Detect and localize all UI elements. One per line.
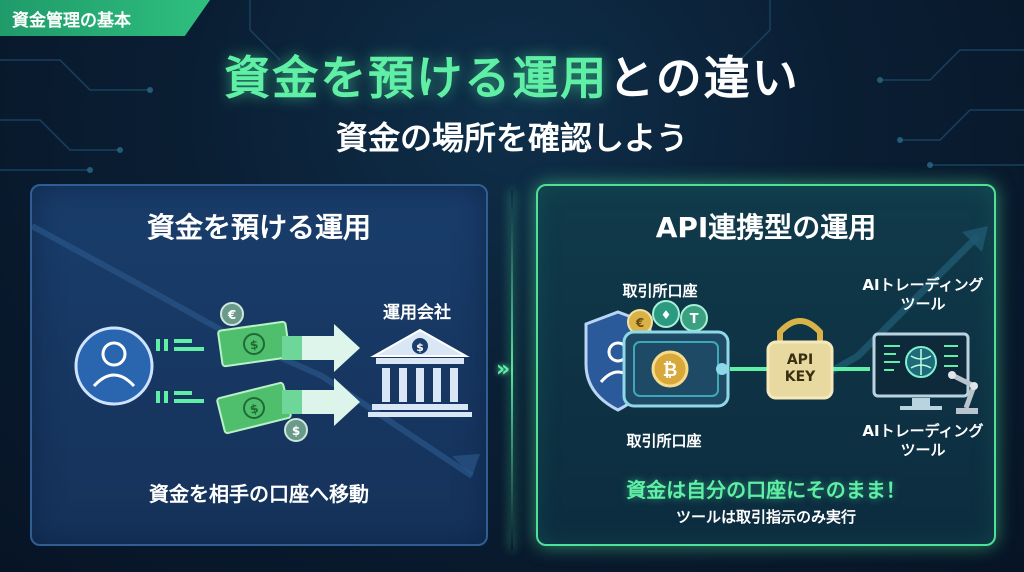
exchange-label-bottom: 取引所口座 bbox=[626, 432, 702, 450]
banknote-icon: $ bbox=[216, 381, 292, 435]
brain-icon bbox=[905, 346, 937, 378]
custody-illustration: $ € $ $ $ bbox=[32, 223, 480, 479]
api-key-line1: API bbox=[786, 352, 814, 368]
bank-icon: $ bbox=[368, 328, 472, 417]
svg-text:$: $ bbox=[248, 401, 259, 417]
padlock-icon bbox=[766, 318, 834, 400]
tool-label-bottom-line2: ツール bbox=[900, 441, 946, 459]
tool-label-top-line2: ツール bbox=[900, 295, 946, 313]
tool-label-top-line1: AIトレーディング bbox=[862, 276, 984, 294]
tool-label-bottom: AIトレーディング ツール bbox=[848, 422, 998, 460]
chevron-right-icon: ›› bbox=[496, 357, 510, 382]
svg-text:$: $ bbox=[416, 341, 424, 354]
user-icon bbox=[74, 326, 154, 406]
page-subtitle: 資金の場所を確認しよう bbox=[335, 119, 688, 157]
api-title: API連携型の運用 bbox=[655, 211, 877, 244]
api-caption-main: 資金は自分の口座にそのまま！ bbox=[626, 478, 906, 502]
page-title: 資金を預ける運用との違い bbox=[0, 42, 1024, 108]
api-illustration: € ♦ T ₿ bbox=[584, 226, 988, 414]
svg-text:€: € bbox=[635, 316, 644, 330]
company-label: 運用会社 bbox=[383, 303, 451, 323]
svg-text:€: € bbox=[227, 308, 236, 322]
svg-text:₿: ₿ bbox=[663, 360, 678, 381]
custody-title: 資金を預ける運用 bbox=[146, 211, 371, 244]
custody-caption: 資金を相手の口座へ移動 bbox=[149, 482, 369, 506]
custody-panel: $ € $ $ $ bbox=[30, 184, 488, 546]
title-highlight: 資金を預ける運用 bbox=[224, 51, 609, 105]
panel-divider bbox=[511, 190, 513, 550]
tool-label-top: AIトレーディング ツール bbox=[848, 276, 998, 314]
coin-icon: € bbox=[220, 302, 244, 326]
exchange-label-top: 取引所口座 bbox=[622, 282, 698, 300]
category-tag: 資金管理の基本 bbox=[0, 0, 210, 36]
api-key-line2: KEY bbox=[784, 369, 816, 385]
svg-text:♦: ♦ bbox=[661, 308, 672, 322]
svg-text:$: $ bbox=[292, 424, 300, 438]
coin-icon: $ bbox=[284, 418, 308, 442]
title-rest: との違い bbox=[608, 51, 800, 105]
svg-text:$: $ bbox=[249, 337, 259, 352]
api-caption-sub: ツールは取引指示のみ実行 bbox=[675, 508, 856, 526]
tool-label-bottom-line1: AIトレーディング bbox=[862, 422, 984, 440]
api-key-label: API KEY bbox=[768, 352, 832, 386]
api-panel: € ♦ T ₿ bbox=[536, 184, 996, 546]
robot-arm-icon bbox=[948, 371, 978, 414]
svg-text:T: T bbox=[690, 312, 699, 327]
bitcoin-icon: ₿ bbox=[651, 350, 689, 388]
